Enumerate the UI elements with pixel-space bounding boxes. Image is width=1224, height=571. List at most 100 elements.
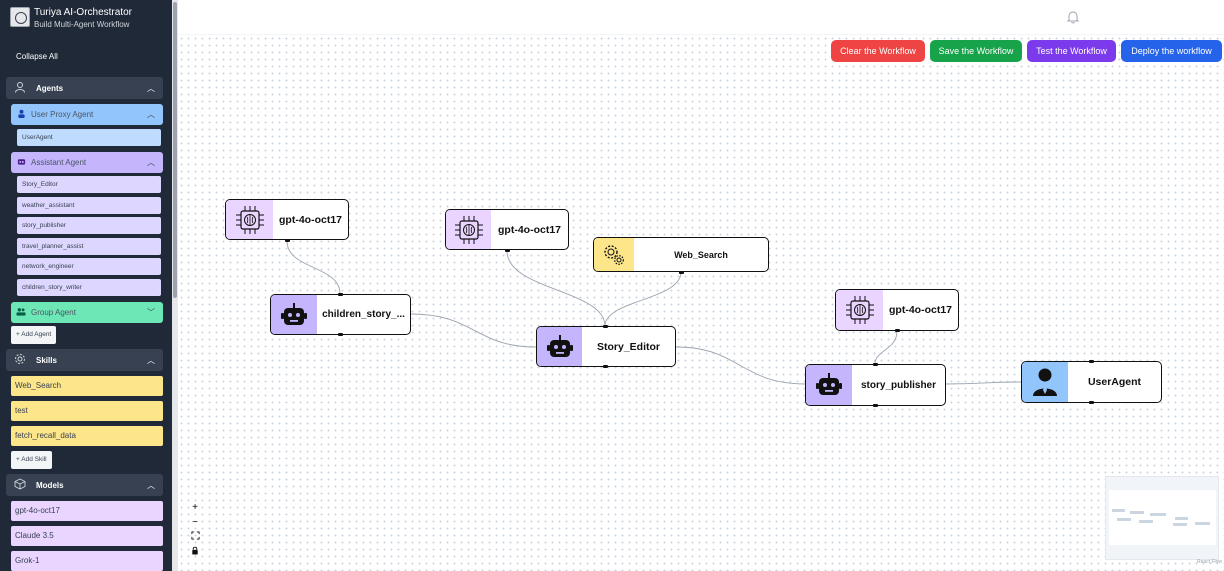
- assistant-agent-item[interactable]: story_publisher: [17, 217, 161, 234]
- brain-chip-icon: [226, 200, 273, 239]
- save-workflow-button[interactable]: Save the Workflow: [930, 40, 1022, 62]
- test-workflow-button[interactable]: Test the Workflow: [1027, 40, 1116, 62]
- fit-view-icon[interactable]: [188, 531, 202, 545]
- chevron-up-icon: ︿: [147, 158, 155, 167]
- zoom-out-button[interactable]: −: [192, 517, 198, 528]
- model-item[interactable]: Claude 3.5: [11, 526, 163, 546]
- user-proxy-agent-label: User Proxy Agent: [31, 110, 94, 119]
- assistant-agent-item[interactable]: travel_planner_assist: [17, 238, 161, 255]
- agent-node-label: story_publisher: [860, 379, 937, 391]
- deploy-workflow-button[interactable]: Deploy the workflow: [1121, 40, 1222, 62]
- skills-section-header[interactable]: Skills ︿: [6, 349, 163, 371]
- edge: [286, 240, 341, 295]
- skill-item[interactable]: Web_Search: [11, 376, 163, 396]
- assistant-agent-item[interactable]: Story_Editor: [17, 176, 161, 193]
- person-icon: [12, 81, 28, 96]
- group-agent-header[interactable]: Group Agent ﹀: [11, 302, 163, 323]
- lock-icon[interactable]: [188, 546, 202, 560]
- models-section-header[interactable]: Models ︿: [6, 474, 163, 496]
- app-logo: [10, 7, 30, 27]
- group-agent-label: Group Agent: [31, 308, 76, 317]
- gear-icon: [12, 353, 28, 368]
- chevron-up-icon: ︿: [147, 110, 155, 119]
- edge: [410, 313, 537, 348]
- agent-node[interactable]: Story_Editor: [536, 326, 676, 367]
- node-handle[interactable]: [1089, 360, 1094, 363]
- sidebar: Turiya AI-Orchestrator Build Multi-Agent…: [0, 0, 172, 571]
- robot-icon: [15, 157, 27, 168]
- minimap-node: [1175, 517, 1188, 520]
- collapse-all-button[interactable]: Collapse All: [16, 52, 58, 61]
- node-handle[interactable]: [895, 329, 900, 332]
- scrollbar-thumb[interactable]: [173, 2, 177, 298]
- brand: Turiya AI-Orchestrator Build Multi-Agent…: [10, 7, 170, 33]
- add-skill-button[interactable]: + Add Skill: [11, 451, 52, 469]
- minimap-node: [1130, 511, 1144, 514]
- chevron-up-icon: ︿: [147, 355, 155, 365]
- models-section-label: Models: [36, 480, 64, 490]
- brain-chip-icon: [836, 290, 883, 330]
- minimap-node: [1117, 518, 1131, 521]
- agents-section-header[interactable]: Agents ︿: [6, 77, 163, 99]
- app-subtitle: Build Multi-Agent Workflow: [34, 20, 130, 29]
- edge: [506, 250, 606, 327]
- model-node-label: gpt-4o-oct17: [279, 213, 342, 226]
- node-handle[interactable]: [1089, 401, 1094, 404]
- agent-node[interactable]: story_publisher: [805, 364, 946, 406]
- agent-node-label: children_story_...: [322, 309, 405, 320]
- brain-chip-icon: [446, 210, 491, 249]
- assistant-agent-item[interactable]: network_engineer: [17, 258, 161, 275]
- assistant-agent-item[interactable]: weather_assistant: [17, 197, 161, 214]
- cube-icon: [12, 477, 28, 493]
- node-handle[interactable]: [505, 249, 510, 252]
- node-handle[interactable]: [873, 404, 878, 407]
- node-handle[interactable]: [873, 363, 878, 366]
- users-icon: [15, 307, 27, 318]
- model-item[interactable]: Grok-1: [11, 551, 163, 571]
- bell-icon[interactable]: [1066, 10, 1080, 24]
- agents-section-label: Agents: [36, 83, 64, 93]
- add-agent-button[interactable]: + Add Agent: [11, 326, 57, 344]
- sidebar-scrollbar[interactable]: [172, 0, 178, 571]
- minimap-node: [1195, 522, 1210, 525]
- clear-workflow-button[interactable]: Clear the Workflow: [831, 40, 925, 62]
- skills-section-label: Skills: [36, 355, 57, 365]
- node-handle[interactable]: [603, 325, 608, 328]
- node-handle[interactable]: [603, 365, 608, 368]
- user-proxy-agent-header[interactable]: User Proxy Agent ︿: [11, 104, 163, 125]
- model-node[interactable]: gpt-4o-oct17: [445, 209, 569, 250]
- node-handle[interactable]: [285, 239, 290, 242]
- user-agent-node[interactable]: UserAgent: [1021, 361, 1162, 403]
- agent-node[interactable]: children_story_...: [270, 294, 411, 335]
- node-handle[interactable]: [679, 271, 684, 274]
- model-node-label: gpt-4o-oct17: [889, 304, 952, 316]
- model-item[interactable]: gpt-4o-oct17: [11, 501, 163, 521]
- user-agent-node-label: UserAgent: [1087, 376, 1142, 388]
- minimap-viewport: [1109, 490, 1216, 545]
- minimap-node: [1173, 523, 1187, 526]
- react-flow-attribution[interactable]: React Flow: [1197, 559, 1223, 565]
- robot-icon: [271, 295, 317, 334]
- gears-icon: [594, 238, 634, 271]
- node-handle[interactable]: [338, 333, 343, 336]
- skill-node[interactable]: Web_Search: [593, 237, 769, 272]
- robot-icon: [806, 365, 852, 405]
- zoom-in-button[interactable]: +: [192, 502, 198, 513]
- chevron-up-icon: ︿: [147, 480, 155, 490]
- model-node[interactable]: gpt-4o-oct17: [835, 289, 959, 331]
- user-proxy-agent-item[interactable]: UserAgent: [17, 129, 161, 146]
- skill-item[interactable]: test: [11, 401, 163, 421]
- assistant-agent-header[interactable]: Assistant Agent ︿: [11, 152, 163, 173]
- model-node[interactable]: gpt-4o-oct17: [225, 199, 349, 240]
- robot-icon: [537, 327, 582, 366]
- chevron-up-icon: ︿: [147, 83, 155, 93]
- skill-node-label: Web_Search: [674, 249, 728, 260]
- minimap[interactable]: [1105, 476, 1219, 560]
- edge: [675, 346, 807, 385]
- assistant-agent-item[interactable]: children_story_writer: [17, 279, 161, 296]
- node-handle[interactable]: [338, 293, 343, 296]
- user-icon: [1022, 362, 1068, 402]
- skill-item[interactable]: fetch_recall_data: [11, 426, 163, 446]
